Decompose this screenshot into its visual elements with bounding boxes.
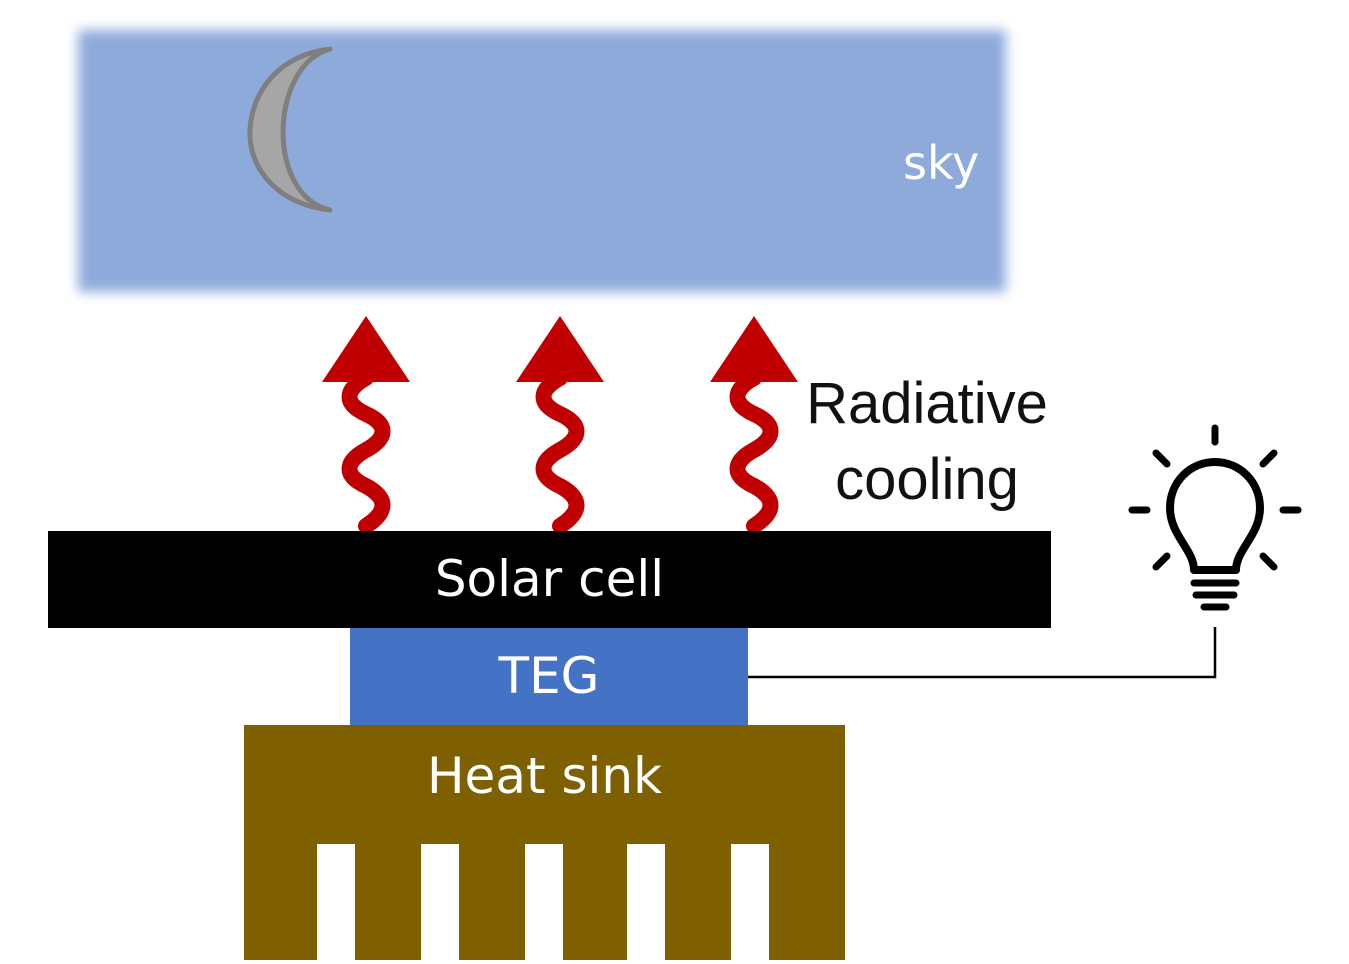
heat-arrow-icon — [516, 316, 604, 534]
heat-sink: Heat sink — [244, 725, 845, 964]
solar-cell-layer: Solar cell — [48, 531, 1051, 628]
heat-arrow-icon — [710, 316, 798, 534]
light-bulb-icon — [1128, 424, 1302, 611]
teg-layer: TEG — [350, 628, 748, 725]
radiative-cooling-line2: cooling — [835, 447, 1019, 512]
heat-arrow-icon — [322, 316, 410, 534]
heat-sink-fin-gap — [421, 844, 459, 964]
heat-sink-fin-gap — [317, 844, 355, 964]
heat-sink-fin-gap — [627, 844, 665, 964]
sky-region — [78, 30, 1006, 292]
radiative-cooling-label: Radiative cooling — [792, 366, 1062, 518]
heat-sink-fin-gap — [731, 844, 769, 964]
radiative-cooling-line1: Radiative — [806, 371, 1048, 436]
sky-label: sky — [903, 136, 980, 190]
moon-icon — [247, 46, 333, 213]
heat-sink-fin-gap — [525, 844, 563, 964]
heat-sink-label: Heat sink — [426, 747, 663, 805]
